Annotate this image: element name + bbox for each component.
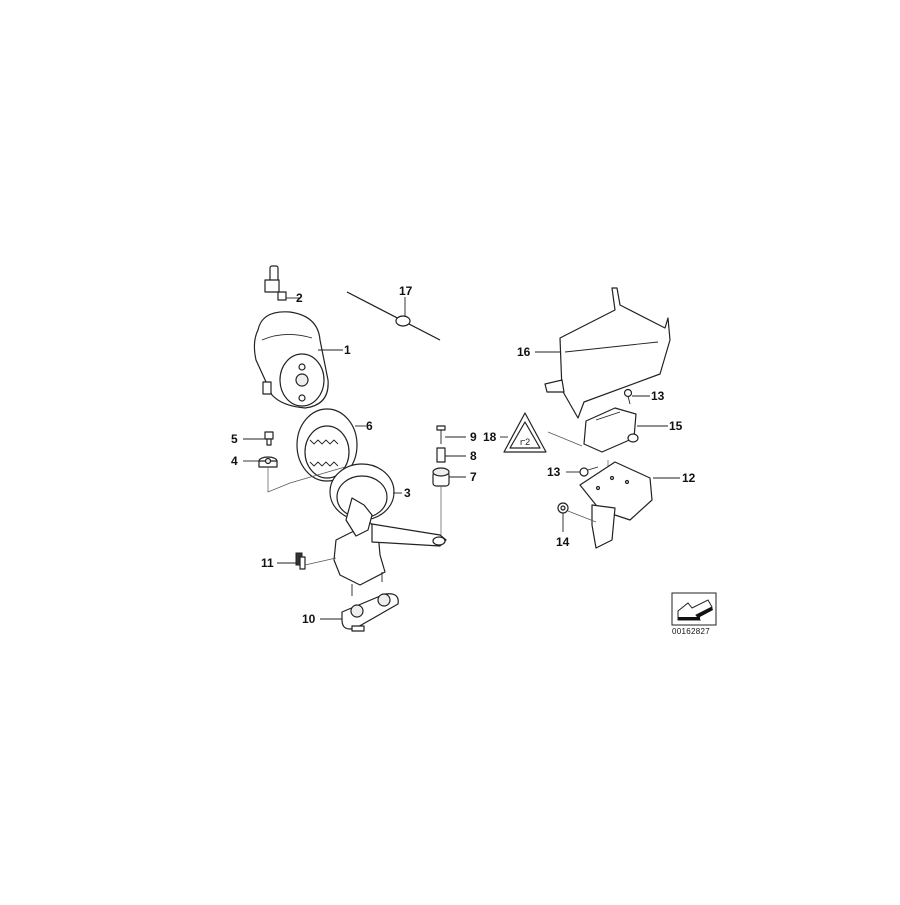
part-16-cover-icon	[535, 287, 671, 419]
callout-11: 11	[261, 556, 274, 570]
part-1-pump-icon	[253, 311, 343, 409]
callout-13-upper: 13	[651, 389, 665, 403]
callout-9: 9	[470, 430, 477, 444]
part-18-warning-label-icon: ꭈ2	[500, 412, 583, 453]
part-9-bolt-icon	[436, 425, 466, 444]
part-7-bushing-icon	[432, 467, 466, 535]
callout-4: 4	[231, 454, 238, 468]
part-13-lower-bolt-icon	[566, 460, 609, 482]
svg-text:ꭈ2: ꭈ2	[520, 437, 530, 447]
part-17-cable-icon	[346, 291, 441, 341]
callout-3: 3	[404, 486, 411, 500]
callout-13-lower: 13	[547, 465, 561, 479]
arrow-navigation-icon[interactable]	[671, 592, 717, 626]
callout-14: 14	[556, 535, 570, 549]
part-12-bracket-icon	[579, 461, 680, 549]
callout-6: 6	[366, 419, 373, 433]
callout-18: 18	[483, 430, 497, 444]
callout-7: 7	[470, 470, 477, 484]
callout-1: 1	[344, 343, 351, 357]
catalog-number: 00162827	[672, 627, 710, 636]
callout-2: 2	[296, 291, 303, 305]
part-14-nut-icon	[557, 502, 597, 532]
callout-17: 17	[399, 284, 413, 298]
part-6-gear-ring-icon	[296, 408, 366, 482]
part-13-upper-bolt-icon	[623, 388, 650, 405]
part-11-clip-icon	[277, 552, 337, 570]
part-8-spacer-icon	[436, 447, 466, 463]
callout-12: 12	[682, 471, 696, 485]
part-15-sensor-icon	[583, 407, 668, 453]
part-5-screw-icon	[243, 431, 274, 446]
callout-10: 10	[302, 612, 316, 626]
part-10-link-plate-icon	[320, 593, 399, 632]
part-2-fitting-icon	[264, 265, 300, 301]
part-3-bracket-icon	[329, 463, 447, 596]
callout-16: 16	[517, 345, 531, 359]
callout-8: 8	[470, 449, 477, 463]
part-4-grommet-icon	[243, 456, 346, 493]
callout-5: 5	[231, 432, 238, 446]
callout-15: 15	[669, 419, 683, 433]
